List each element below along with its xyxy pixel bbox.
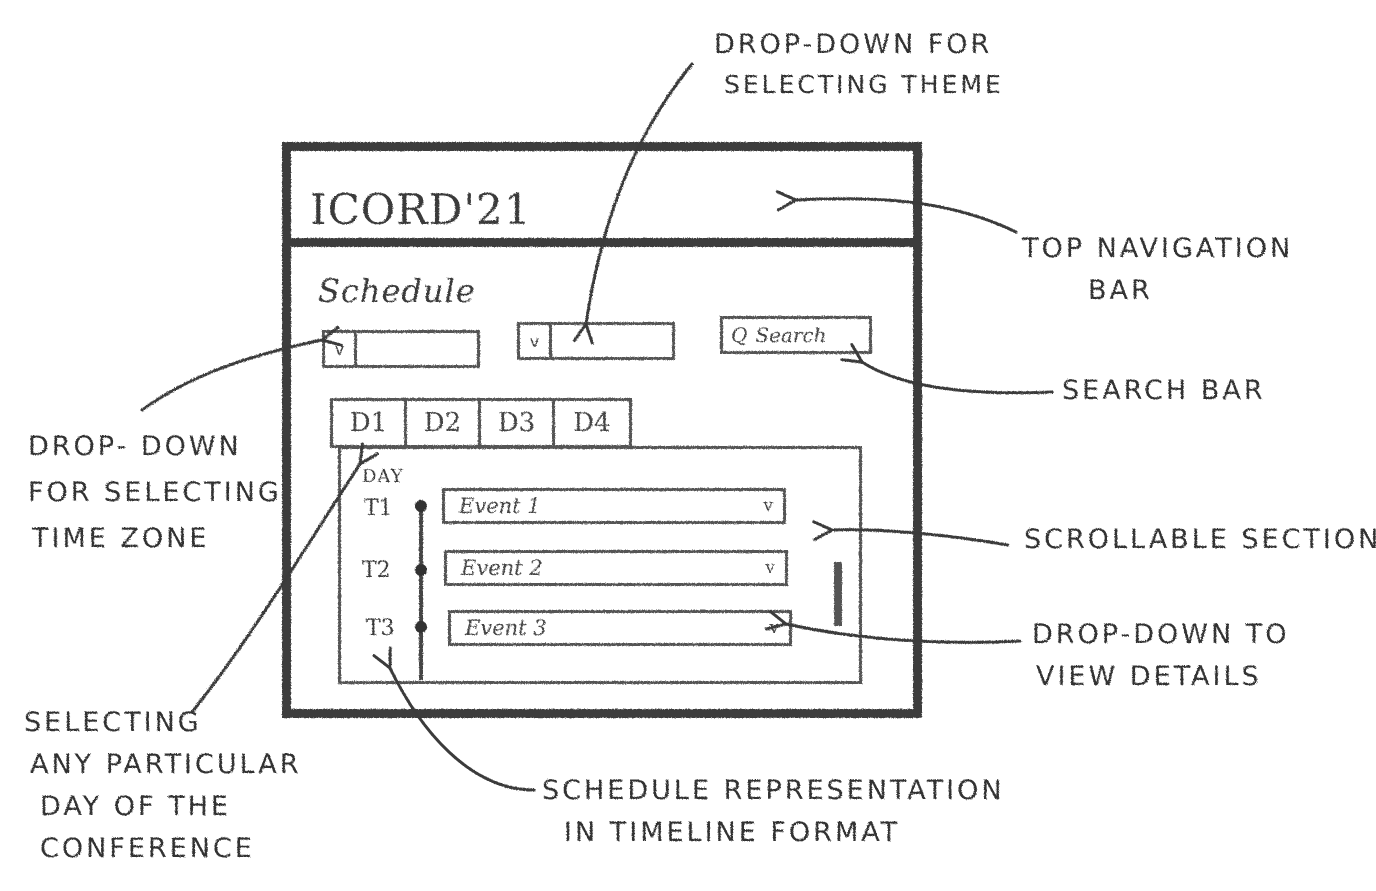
- event-dropdown[interactable]: Event 1 v: [442, 488, 786, 524]
- annotation-search-bar: SEARCH BAR: [1062, 370, 1266, 412]
- annotation-line: IN TIMELINE FORMAT: [564, 816, 901, 848]
- chevron-down-icon: v: [763, 496, 773, 516]
- annotation-timezone-dropdown: DROP- DOWN FOR SELECTING TIME ZONE: [28, 424, 282, 562]
- annotation-theme-dropdown: DROP-DOWN FOR SELECTING THEME: [714, 24, 1004, 105]
- annotation-line: CONFERENCE: [40, 832, 255, 864]
- chevron-down-icon: v: [765, 558, 775, 578]
- tab-day-1[interactable]: D1: [333, 401, 407, 445]
- timeline-dot: [415, 621, 427, 633]
- annotation-top-navigation: TOP NAVIGATION BAR: [1022, 228, 1293, 312]
- tab-day-2[interactable]: D2: [407, 401, 481, 445]
- annotation-line: TIME ZONE: [32, 522, 210, 554]
- annotation-timeline-format: SCHEDULE REPRESENTATION IN TIMELINE FORM…: [542, 770, 1005, 854]
- annotation-line: SEARCH BAR: [1062, 375, 1266, 406]
- search-input[interactable]: Q Search: [720, 316, 872, 354]
- chevron-down-icon: v: [325, 333, 357, 365]
- annotation-scrollable-section: SCROLLABLE SECTION: [1024, 519, 1376, 561]
- time-label: T3: [366, 616, 395, 641]
- chevron-down-icon: v: [769, 618, 779, 638]
- day-tabs: D1 D2 D3 D4: [330, 398, 632, 448]
- annotation-line: DROP- DOWN: [28, 431, 242, 462]
- event-dropdown[interactable]: Event 3 v: [448, 610, 792, 646]
- annotation-line: SCHEDULE REPRESENTATION: [542, 775, 1005, 806]
- timeline-dot: [415, 500, 427, 512]
- annotation-line: VIEW DETAILS: [1036, 660, 1262, 692]
- annotation-line: ANY PARTICULAR: [30, 748, 302, 780]
- tab-day-3[interactable]: D3: [481, 401, 555, 445]
- event-name: Event 2: [461, 556, 543, 580]
- top-navigation-bar-divider: [282, 238, 922, 247]
- event-name: Event 3: [465, 616, 547, 640]
- page-title: Schedule: [318, 272, 476, 310]
- time-label: T1: [364, 496, 393, 521]
- timezone-dropdown[interactable]: v: [322, 330, 480, 368]
- annotation-view-details: DROP-DOWN TO VIEW DETAILS: [1032, 614, 1290, 698]
- annotation-line: DAY OF THE: [40, 790, 231, 822]
- annotation-line: FOR SELECTING: [28, 476, 282, 508]
- annotation-line: BAR: [1088, 274, 1153, 306]
- app-title[interactable]: ICORD'21: [310, 185, 532, 234]
- annotation-line: DROP-DOWN FOR: [714, 29, 993, 60]
- timeline-axis: [419, 500, 423, 680]
- theme-dropdown[interactable]: v: [517, 322, 675, 360]
- annotation-line: SELECTING: [24, 707, 202, 738]
- search-placeholder: Search: [755, 323, 827, 347]
- scrollbar[interactable]: [834, 562, 842, 626]
- chevron-down-icon: v: [520, 325, 552, 357]
- day-label: DAY: [362, 466, 404, 487]
- annotation-line: DROP-DOWN TO: [1032, 619, 1290, 650]
- annotation-line: SELECTING THEME: [724, 69, 1004, 99]
- event-name: Event 1: [459, 494, 541, 518]
- annotation-line: TOP NAVIGATION: [1022, 233, 1294, 264]
- event-dropdown[interactable]: Event 2 v: [444, 550, 788, 586]
- annotation-select-day: SELECTING ANY PARTICULAR DAY OF THE CONF…: [24, 702, 302, 869]
- annotation-line: SCROLLABLE SECTION: [1024, 524, 1376, 555]
- timeline-dot: [415, 564, 427, 576]
- time-label: T2: [362, 558, 391, 583]
- tab-day-4[interactable]: D4: [573, 408, 611, 438]
- search-icon: Q: [731, 323, 748, 347]
